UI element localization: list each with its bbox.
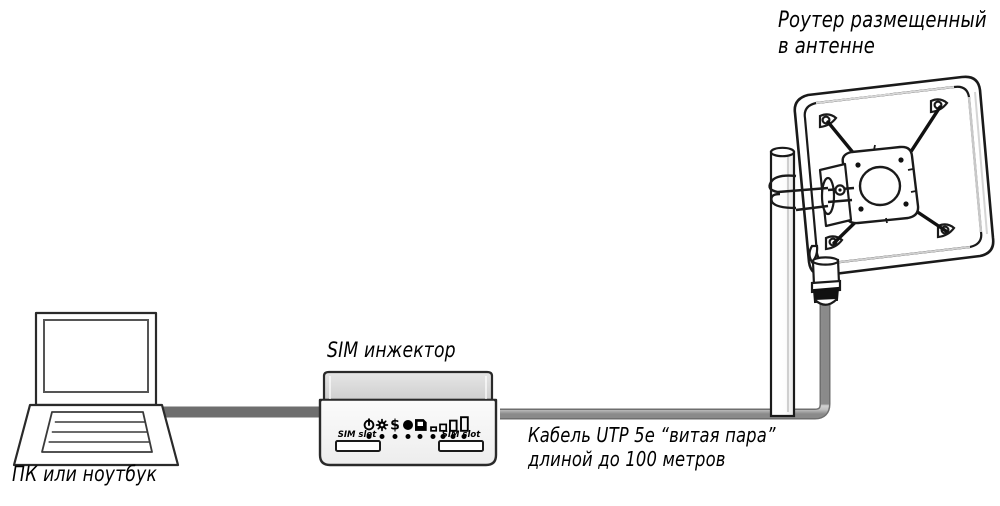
sim-slot-right xyxy=(438,440,484,452)
signal-bar-1-icon xyxy=(430,426,438,432)
laptop-screen xyxy=(43,319,149,393)
sim-slot-left xyxy=(335,440,381,452)
sim-injector-device: SIM slot SIM slot xyxy=(318,370,498,467)
cable-description-label: Кабель UTP 5e “витая пара” длиной до 100… xyxy=(528,423,776,471)
injector-title-label: SIM инжектор xyxy=(327,338,456,362)
sim-slot-left-label: SIM slot xyxy=(338,430,378,440)
signal-bar-3-icon xyxy=(449,419,458,432)
injector-led-row xyxy=(366,434,467,439)
cable-gland xyxy=(810,256,842,306)
antenna-enclosure xyxy=(768,75,995,306)
sim-card-icon xyxy=(415,419,427,431)
mast-pole xyxy=(769,146,796,418)
router-title-label: Роутер размещенный в антенне xyxy=(778,8,987,59)
hub-center-hole xyxy=(858,165,902,207)
pc-title-label: ПК или ноутбук xyxy=(12,462,158,486)
power-icon xyxy=(363,418,375,431)
circle-icon xyxy=(403,420,413,430)
gear-icon xyxy=(375,418,389,432)
sim-slot-right-label: SIM slot xyxy=(442,430,482,440)
laptop-device xyxy=(12,311,180,467)
utp-cable-run xyxy=(500,300,831,420)
mount-hub xyxy=(841,144,920,225)
dollar-icon: $ xyxy=(390,418,400,434)
signal-bar-2-icon xyxy=(439,423,448,432)
svg-text:$: $ xyxy=(390,418,400,434)
injector-top-panel xyxy=(322,370,494,402)
pole-clamp xyxy=(768,162,855,264)
signal-bar-4-icon xyxy=(460,416,469,432)
